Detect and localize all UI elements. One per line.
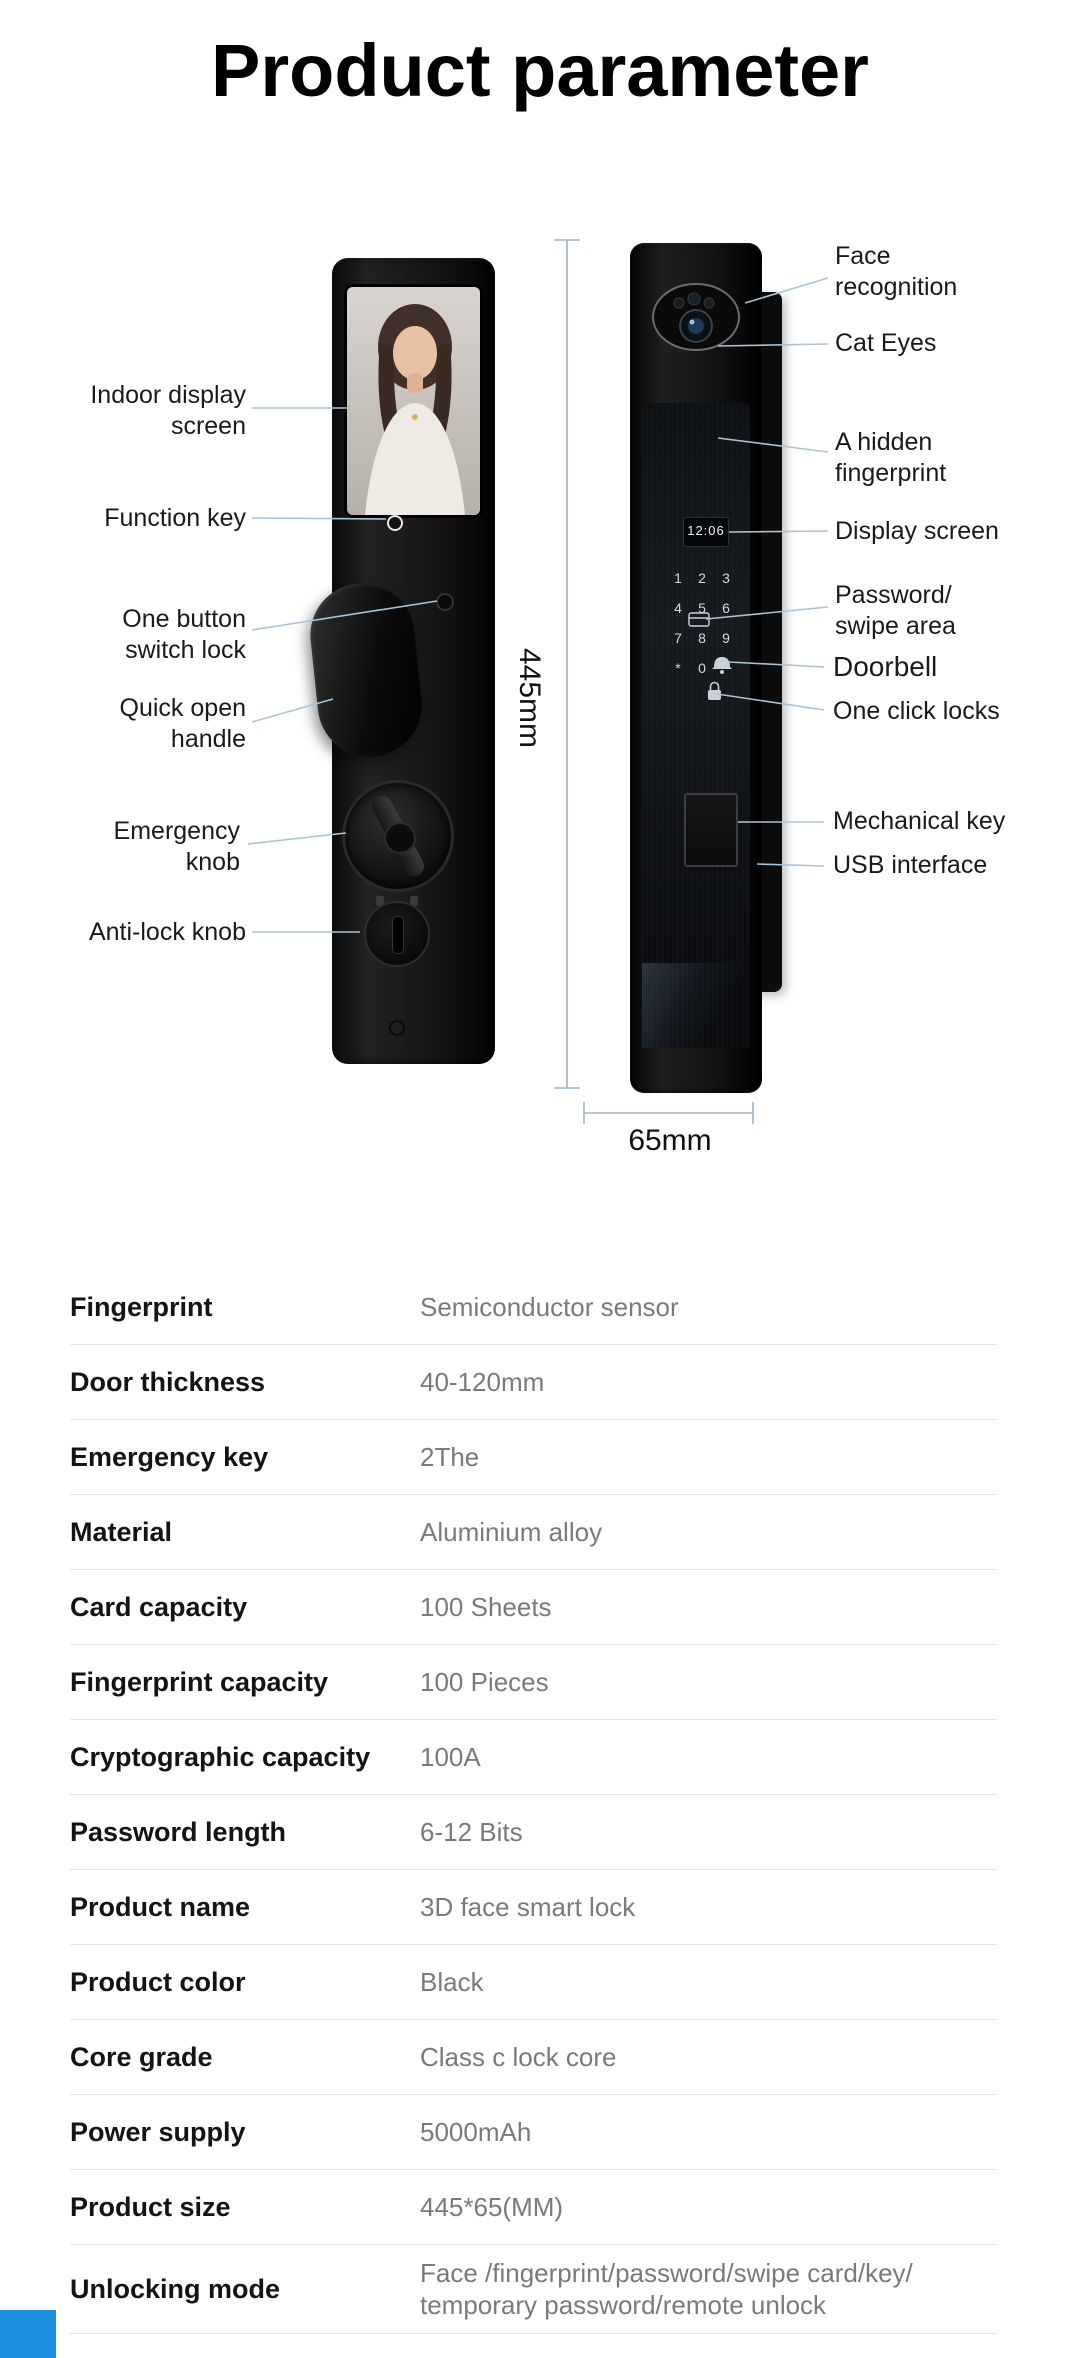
height-dimension-label: 445mm [513, 648, 546, 749]
callout-emergency-knob: Emergency knob [113, 817, 240, 876]
lock-indicator-mark [410, 896, 418, 906]
spec-value: 100 Pieces [420, 1667, 549, 1697]
spec-value: 3D face smart lock [420, 1892, 636, 1922]
mechanical-key-cover [684, 793, 738, 867]
spec-value: 5000mAh [420, 2117, 532, 2147]
function-key [387, 515, 403, 531]
keypad-key: 0 [698, 660, 706, 676]
spec-value: Aluminium alloy [420, 1517, 603, 1547]
spec-label: Door thickness [70, 1366, 266, 1397]
callout-one-button-switch-lock: One button switch lock [122, 605, 246, 664]
spec-label: Product size [70, 2191, 231, 2222]
keypad-key: 7 [674, 630, 682, 646]
spec-row: Core grade Class c lock core [70, 2020, 996, 2095]
password-keypad: 1 2 3 4 5 6 7 8 9 * 0 [666, 563, 738, 683]
callout-anti-lock-knob: Anti-lock knob [88, 918, 246, 946]
spec-label: Card capacity [70, 1591, 248, 1622]
bottom-left-accent [0, 2310, 56, 2358]
spec-label: Fingerprint [70, 1291, 213, 1322]
anti-lock-knob [364, 901, 430, 967]
lock-indicator-mark [376, 896, 384, 906]
callout-password-swipe-area: Password/ swipe area [835, 581, 956, 640]
spec-value: 100 Sheets [420, 1592, 552, 1622]
spec-value: Face /fingerprint/password/swipe card/ke… [420, 2258, 913, 2320]
callout-indoor-display-screen: Indoor display screen [90, 381, 246, 440]
touch-panel: 12:06 1 2 3 4 5 6 7 8 9 * 0 [642, 403, 750, 1048]
knob-lever [368, 792, 428, 880]
outdoor-unit-image: 12:06 1 2 3 4 5 6 7 8 9 * 0 [630, 243, 762, 1093]
spec-label: Product color [70, 1966, 246, 1997]
spec-row: Fingerprint Semiconductor sensor [70, 1270, 996, 1345]
one-click-lock-padlock-icon [708, 681, 721, 700]
width-dimension-label: 65mm [628, 1124, 712, 1157]
spec-value: 2The [420, 1442, 480, 1472]
glass-reflection [642, 963, 750, 1048]
spec-value: 6-12 Bits [420, 1817, 523, 1847]
spec-value: Semiconductor sensor [420, 1292, 679, 1322]
outdoor-display-screen: 12:06 [683, 517, 729, 547]
keypad-key: 9 [722, 630, 730, 646]
callout-doorbell: Doorbell [833, 651, 938, 682]
panel-icons [688, 612, 732, 700]
spec-label: Power supply [70, 2116, 246, 2147]
bottom-screw [389, 1020, 405, 1036]
keypad-key: 3 [722, 570, 730, 586]
spec-label: Unlocking mode [70, 2273, 281, 2304]
keypad-key: 4 [674, 600, 682, 616]
spec-row: Unlocking mode Face /fingerprint/passwor… [70, 2245, 996, 2334]
page-title: Product parameter [211, 29, 869, 112]
spec-label: Cryptographic capacity [70, 1741, 371, 1772]
indoor-unit-image [305, 258, 495, 1064]
spec-row: Door thickness 40-120mm [70, 1345, 996, 1420]
spec-row: Fingerprint capacity 100 Pieces [70, 1645, 996, 1720]
callout-face-recognition: Face recognition [835, 242, 958, 301]
spec-row: Emergency key 2The [70, 1420, 996, 1495]
keypad-key: 1 [674, 570, 682, 586]
cat-eye-camera [652, 283, 740, 351]
keypad-key: 2 [698, 570, 706, 586]
spec-row: Material Aluminium alloy [70, 1495, 996, 1570]
callout-cat-eyes: Cat Eyes [835, 329, 937, 357]
spec-label: Core grade [70, 2041, 213, 2072]
spec-label: Emergency key [70, 1441, 269, 1472]
callout-mechanical-key: Mechanical key [833, 807, 1006, 835]
keypad-key [714, 653, 738, 683]
quick-open-handle [305, 578, 427, 762]
spec-value: 40-120mm [420, 1367, 545, 1397]
spec-label: Product name [70, 1891, 251, 1922]
callout-quick-open-handle: Quick open handle [119, 694, 246, 753]
keypad-key: 5 [698, 600, 706, 616]
spec-table: Fingerprint Semiconductor sensor Door th… [70, 1270, 996, 2334]
one-button-switch-lock [436, 593, 454, 611]
spec-label: Material [70, 1516, 173, 1547]
callout-usb-interface: USB interface [833, 851, 988, 879]
spec-label: Password length [70, 1816, 287, 1847]
keypad-key: 6 [722, 600, 730, 616]
spec-row: Card capacity 100 Sheets [70, 1570, 996, 1645]
indoor-display-screen [347, 287, 480, 515]
spec-row: Product name 3D face smart lock [70, 1870, 996, 1945]
spec-value: Black [420, 1967, 484, 1997]
keypad-key: * [675, 660, 681, 676]
spec-label: Fingerprint capacity [70, 1666, 329, 1697]
callout-hidden-fingerprint: A hidden fingerprint [835, 428, 947, 487]
callout-one-click-locks: One click locks [833, 697, 1000, 725]
knob-slot [392, 916, 404, 954]
emergency-knob [342, 780, 454, 892]
callout-display-screen: Display screen [835, 517, 999, 545]
spec-row: Cryptographic capacity 100A [70, 1720, 996, 1795]
callout-function-key: Function key [104, 504, 246, 532]
spec-row: Product size 445*65(MM) [70, 2170, 996, 2245]
spec-value: 100A [420, 1742, 481, 1772]
spec-row: Product color Black [70, 1945, 996, 2020]
spec-value: 445*65(MM) [420, 2192, 564, 2222]
keypad-key: 8 [698, 630, 706, 646]
spec-row: Password length 6-12 Bits [70, 1795, 996, 1870]
portrait-photo [347, 287, 480, 515]
spec-row: Power supply 5000mAh [70, 2095, 996, 2170]
spec-value: Class c lock core [420, 2042, 617, 2072]
